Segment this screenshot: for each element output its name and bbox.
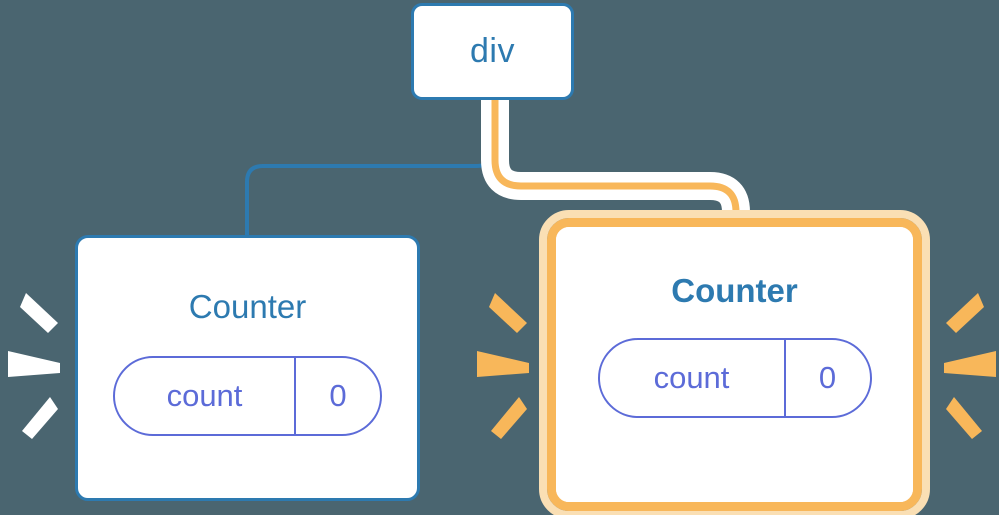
counter-left-state-key: count [115,358,296,434]
counter-right-state-key: count [600,340,786,416]
node-counter-left[interactable]: Counter count 0 [75,235,420,501]
counter-left-state-value: 0 [329,378,347,413]
sparkle-icon [477,293,529,439]
counter-right-state-pill: count 0 [597,338,872,418]
sparkle-rays-right-counter-right [938,285,996,445]
sparkle-rays-left-counter [8,285,66,445]
node-div-label: div [470,32,515,70]
sparkle-rays-right-counter-left [477,285,535,445]
sparkle-icon [8,293,60,439]
node-div[interactable]: div [411,3,574,100]
counter-left-state-pill: count 0 [113,356,382,436]
counter-right-state-value: 0 [818,360,837,395]
node-counter-right[interactable]: Counter count 0 [539,210,930,515]
sparkle-icon [944,293,996,439]
connector-div-to-right-counter [491,100,740,245]
counter-left-title: Counter [188,288,307,325]
connector-div-to-left-counter [245,100,495,236]
counter-right-title: Counter [671,272,798,309]
